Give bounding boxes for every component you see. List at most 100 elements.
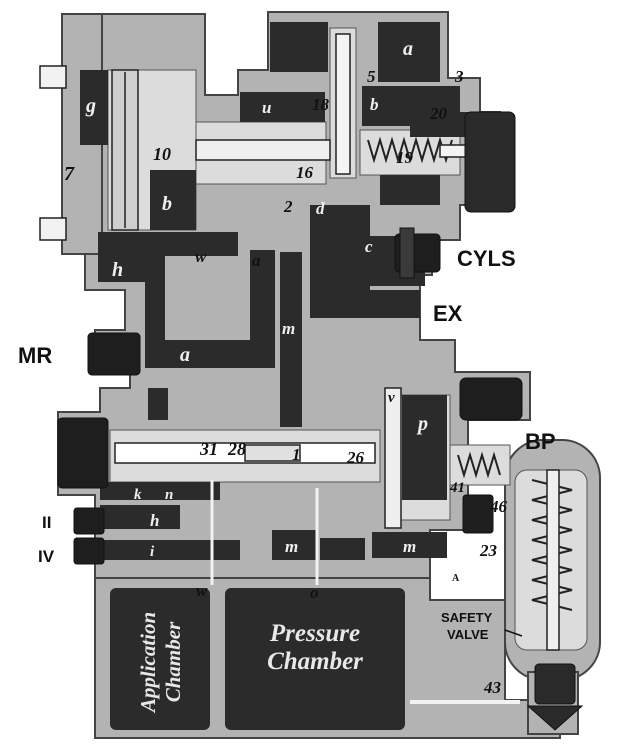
cyls-fitting-nut — [399, 227, 415, 279]
safety-valve-tip — [526, 705, 584, 731]
part-label-c: c — [365, 237, 373, 256]
part-label-u: u — [262, 98, 271, 117]
part-label-m-lower: m — [285, 537, 298, 556]
bp-upper-fitting — [459, 377, 523, 421]
part-label-43: 43 — [483, 678, 502, 697]
passage-20 — [410, 112, 475, 137]
passage-a-top — [378, 22, 440, 82]
part-label-3: 3 — [454, 67, 464, 86]
pressure-chamber-label-1: Pressure — [269, 620, 360, 647]
passage-lower-mid — [320, 538, 365, 560]
part-label-d: d — [316, 199, 325, 218]
passage-left-stub — [148, 388, 168, 420]
passage-i — [100, 540, 240, 560]
passage-h-lower — [100, 505, 180, 529]
application-chamber-cavity — [110, 588, 210, 730]
passage-a-mid — [145, 340, 275, 368]
part-label-m-right: m — [403, 537, 416, 556]
part-label-41: 41 — [449, 480, 465, 496]
plug-46 — [462, 494, 494, 534]
bolt-head-top — [39, 65, 67, 89]
part-label-2: 2 — [283, 197, 293, 216]
label-mr: MR — [18, 343, 52, 368]
safety-valve-stem — [546, 469, 560, 651]
application-chamber-label-2: Chamber — [161, 621, 185, 702]
part-label-31: 31 — [199, 439, 218, 459]
external-labels: CYLS EX MR BP II IV SAFETY VALVE — [18, 246, 556, 642]
part-label-g: g — [85, 95, 96, 117]
passage-b-left — [150, 170, 196, 230]
main-piston-stem — [195, 139, 331, 161]
passage-m-lower — [272, 530, 317, 560]
part-label-a-upper-left: a — [252, 251, 261, 270]
passage-left-band — [98, 232, 238, 256]
emergency-valve-stem — [384, 387, 402, 529]
left-lower-plug — [57, 417, 109, 489]
port-iv-fitting — [73, 537, 105, 565]
passage-k — [100, 482, 220, 500]
passage-ex — [310, 290, 420, 318]
mr-fitting — [87, 332, 141, 376]
part-label-h: h — [112, 259, 123, 281]
label-port-iv: IV — [38, 547, 55, 566]
part-label-19: 19 — [396, 148, 414, 167]
label-cyls: CYLS — [457, 246, 516, 271]
label-safety: SAFETY — [441, 610, 493, 625]
bp-spring — [457, 451, 501, 479]
passage-right-upper — [380, 175, 440, 205]
part-label-46: 46 — [489, 497, 508, 516]
chamber-labels: Application Chamber Pressure Chamber — [136, 612, 363, 714]
part-label-10: 10 — [153, 144, 171, 164]
part-label-5: 5 — [367, 67, 376, 86]
part-label-b-top: b — [370, 95, 379, 114]
part-label-23: 23 — [479, 541, 498, 560]
part-label-k: k — [134, 487, 142, 503]
safety-leader — [504, 629, 523, 637]
part-label-m-vert: m — [282, 319, 295, 338]
part-label-w-upper: w — [195, 247, 207, 266]
part-label-cap-a: A — [452, 573, 460, 584]
part-label-16: 16 — [296, 163, 314, 182]
part-label-28: 28 — [227, 439, 246, 459]
part-label-b-left: b — [162, 193, 172, 215]
passage-h — [98, 250, 275, 365]
label-port-ii: II — [42, 513, 51, 532]
part-label-h-lower: h — [150, 511, 159, 530]
pressure-chamber-cavity — [225, 588, 405, 730]
label-ex: EX — [433, 301, 463, 326]
port-ii-fitting — [73, 507, 105, 535]
passage-upper-left — [270, 22, 328, 72]
part-label-p: p — [416, 413, 428, 435]
part-label-v: v — [388, 390, 395, 406]
bolt-head-bottom — [39, 217, 67, 241]
mechanism — [39, 33, 573, 704]
part-label-18: 18 — [312, 95, 330, 114]
fittings — [57, 111, 584, 731]
safety-valve-nut — [534, 663, 576, 705]
lower-piston-slide — [244, 444, 301, 462]
part-label-7: 7 — [64, 163, 75, 185]
passage-u — [240, 92, 325, 122]
passage-g — [80, 70, 108, 145]
cyls-top-fitting — [464, 111, 516, 213]
label-bp: BP — [525, 429, 556, 454]
part-labels: g 7 10 b w a h a m a 5 3 u 18 b 20 19 16… — [64, 38, 508, 697]
part-label-a-top: a — [403, 38, 413, 60]
part-label-i: i — [150, 544, 155, 560]
part-label-1: 1 — [292, 445, 301, 464]
part-label-26: 26 — [346, 448, 365, 467]
passage-p — [402, 395, 447, 500]
check-valve-stem — [335, 33, 351, 175]
part-label-w-lower: w — [196, 581, 208, 600]
part-label-a-mid: a — [180, 344, 190, 366]
part-label-20: 20 — [429, 104, 448, 123]
passage-m-vert — [280, 252, 302, 427]
application-chamber-label-1: Application — [136, 612, 160, 714]
pressure-chamber-label-2: Chamber — [267, 648, 363, 675]
passage-m-right — [372, 532, 447, 558]
part-label-n: n — [165, 487, 173, 503]
graduating-spring — [367, 136, 453, 164]
part-label-o: o — [310, 583, 319, 602]
label-valve: VALVE — [447, 627, 489, 642]
